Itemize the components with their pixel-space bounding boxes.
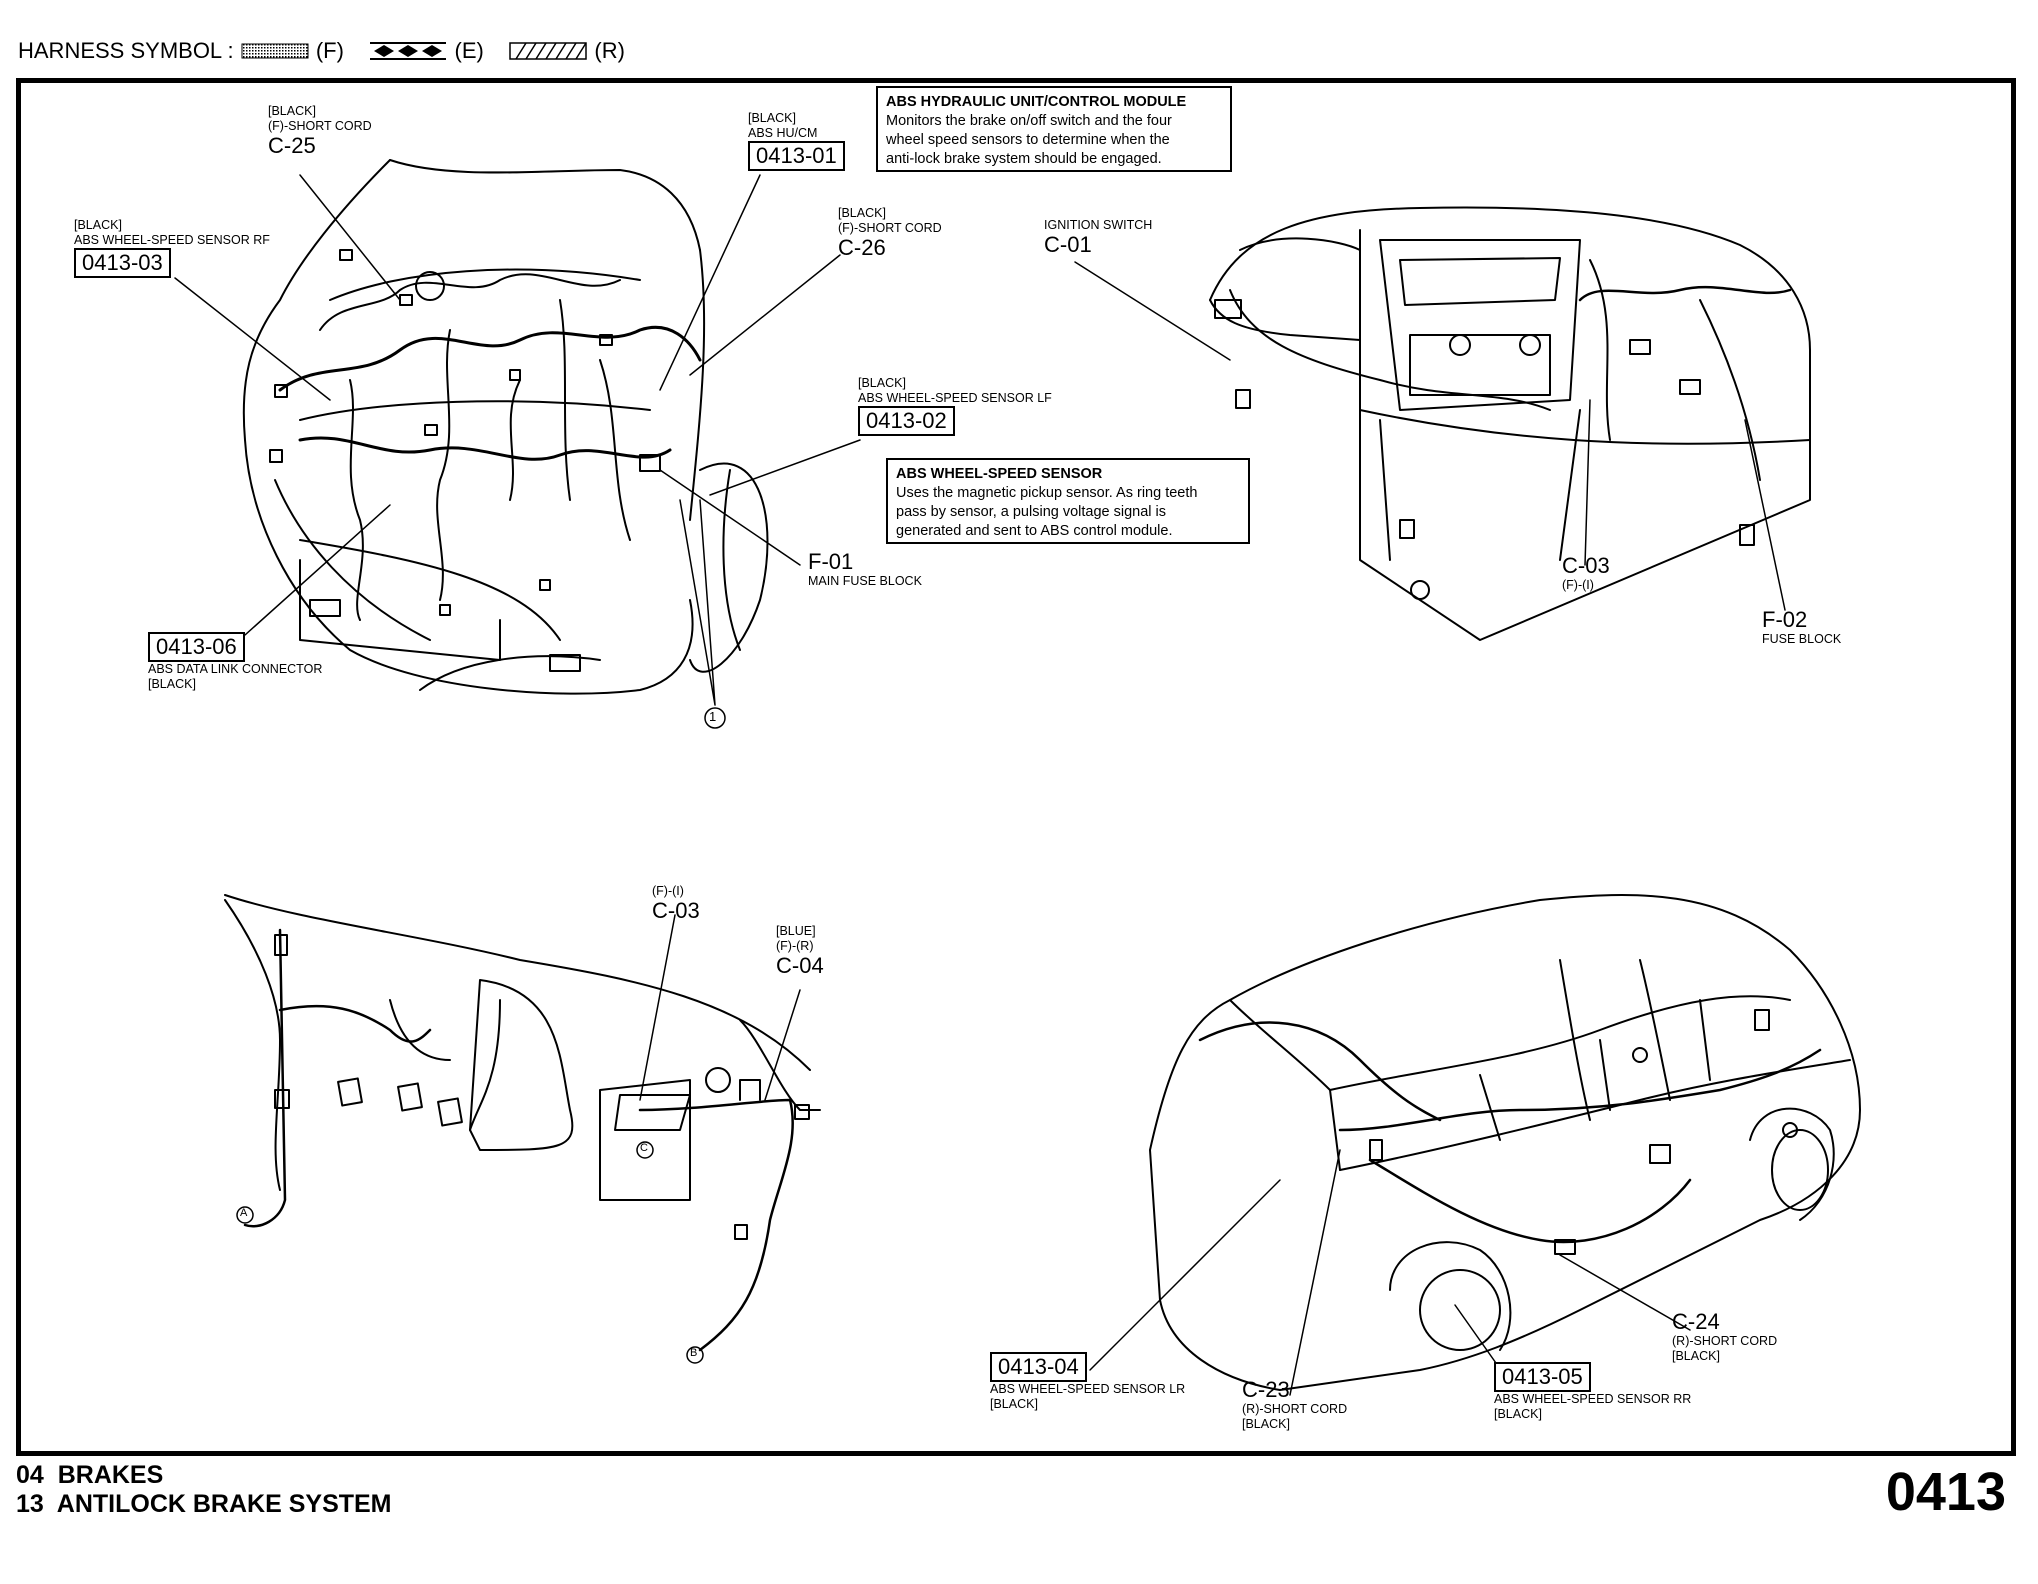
c25-line-2: (F)-SHORT CORD — [268, 119, 372, 133]
instrument-panel-illustration — [1209, 206, 1811, 641]
f02-line-1: FUSE BLOCK — [1762, 632, 1842, 646]
c0413-06-line-1: ABS DATA LINK CONNECTOR — [148, 662, 323, 676]
c0413-05-line-2: [BLACK] — [1494, 1407, 1542, 1421]
c0413-01-line-1: [BLACK] — [748, 111, 796, 125]
c24-line-2: [BLACK] — [1672, 1349, 1720, 1363]
c26-line-1: [BLACK] — [838, 206, 886, 220]
callout-f-02: F-02 FUSE BLOCK — [1762, 608, 1841, 647]
c04-line-2: (F)-(R) — [776, 939, 814, 953]
note-hu-title: ABS HYDRAULIC UNIT/CONTROL MODULE — [886, 94, 1187, 110]
marker-c: C — [640, 1142, 648, 1154]
callout-c-24: C-24 (R)-SHORT CORD [BLACK] — [1672, 1310, 1777, 1364]
c0413-02-line-1: [BLACK] — [858, 376, 906, 390]
callout-c-01: IGNITION SWITCH C-01 — [1044, 218, 1152, 257]
callout-c-25: [BLACK] (F)-SHORT CORD C-25 — [268, 104, 372, 158]
c24-code: C-24 — [1672, 1309, 1720, 1334]
c23-line-2: [BLACK] — [1242, 1417, 1290, 1431]
c0413-05-line-1: ABS WHEEL-SPEED SENSOR RR — [1494, 1392, 1692, 1406]
c23-code: C-23 — [1242, 1377, 1290, 1402]
note-ws-line-3: generated and sent to ABS control module… — [896, 523, 1173, 539]
callout-c-03-bottom: (F)-(I) C-03 — [652, 884, 700, 923]
c0413-02-code: 0413-02 — [858, 406, 955, 436]
note-ws-line-2: pass by sensor, a pulsing voltage signal… — [896, 504, 1167, 520]
c26-code: C-26 — [838, 235, 886, 260]
c0413-06-code: 0413-06 — [148, 632, 245, 662]
note-hu-line-1: Monitors the brake on/off switch and the… — [886, 113, 1172, 129]
note-hu-line-3: anti-lock brake system should be engaged… — [886, 151, 1162, 167]
section-footer: 04 BRAKES 13 ANTILOCK BRAKE SYSTEM — [16, 1461, 392, 1519]
c04-code: C-04 — [776, 953, 824, 978]
c0413-05-code: 0413-05 — [1494, 1362, 1591, 1392]
note-ws-line-1: Uses the magnetic pickup sensor. As ring… — [896, 485, 1198, 501]
c0413-04-line-1: ABS WHEEL-SPEED SENSOR LR — [990, 1382, 1186, 1396]
front-harness-symbol-icon — [241, 43, 309, 59]
c24-line-1: (R)-SHORT CORD — [1672, 1334, 1778, 1348]
callout-0413-06: 0413-06 ABS DATA LINK CONNECTOR [BLACK] — [148, 632, 322, 692]
c23-line-1: (R)-SHORT CORD — [1242, 1402, 1348, 1416]
callout-c-26: [BLACK] (F)-SHORT CORD C-26 — [838, 206, 942, 260]
callout-0413-05: 0413-05 ABS WHEEL-SPEED SENSOR RR [BLACK… — [1494, 1362, 1691, 1422]
section-line: 04 BRAKES — [16, 1461, 392, 1490]
callout-c-23: C-23 (R)-SHORT CORD [BLACK] — [1242, 1378, 1347, 1432]
c25-line-1: [BLACK] — [268, 104, 316, 118]
c03-bottom-line-1: (F)-(I) — [652, 884, 684, 898]
callout-c-03-top: C-03 (F)-(I) — [1562, 554, 1610, 593]
diagram-frame — [16, 78, 2016, 1456]
page-number: 0413 — [1885, 1462, 2006, 1522]
harness-symbol-legend: HARNESS SYMBOL : (F) (E) (R) — [18, 38, 625, 64]
note-hu-line-2: wheel speed sensors to determine when th… — [886, 132, 1170, 148]
c01-line-1: IGNITION SWITCH — [1044, 218, 1153, 232]
c0413-02-line-2: ABS WHEEL-SPEED SENSOR LF — [858, 391, 1052, 405]
callout-c-04: [BLUE] (F)-(R) C-04 — [776, 924, 824, 978]
c04-line-1: [BLUE] — [776, 924, 816, 938]
f01-code: F-01 — [808, 549, 854, 574]
subsection-line: 13 ANTILOCK BRAKE SYSTEM — [16, 1490, 392, 1519]
c25-code: C-25 — [268, 133, 316, 158]
marker-a: A — [240, 1207, 248, 1219]
c0413-04-line-2: [BLACK] — [990, 1397, 1038, 1411]
rear-harness-symbol-icon — [509, 42, 588, 60]
c0413-04-code: 0413-04 — [990, 1352, 1087, 1382]
section-number: 04 — [16, 1461, 44, 1489]
vehicle-body-illustration — [1149, 894, 1861, 1391]
callout-f-01: F-01 MAIN FUSE BLOCK — [808, 550, 922, 589]
legend-engine: (E) — [454, 38, 484, 63]
c0413-06-line-2: [BLACK] — [148, 677, 196, 691]
f01-line-1: MAIN FUSE BLOCK — [808, 574, 922, 588]
c0413-03-code: 0413-03 — [74, 248, 171, 278]
c0413-03-line-1: [BLACK] — [74, 218, 122, 232]
subsection-title: ANTILOCK BRAKE SYSTEM — [56, 1490, 392, 1518]
c03-bottom-code: C-03 — [652, 898, 700, 923]
engine-bay-illustration — [242, 159, 769, 695]
legend-rear: (R) — [594, 38, 625, 63]
note-hydraulic-unit: ABS HYDRAULIC UNIT/CONTROL MODULE Monito… — [876, 86, 1232, 172]
f02-code: F-02 — [1762, 607, 1808, 632]
section-title: BRAKES — [57, 1461, 164, 1489]
callout-0413-02: [BLACK] ABS WHEEL-SPEED SENSOR LF 0413-0… — [858, 376, 1052, 436]
marker-b: B — [690, 1347, 698, 1359]
c03-top-code: C-03 — [1562, 553, 1610, 578]
note-wheel-speed-sensor: ABS WHEEL-SPEED SENSOR Uses the magnetic… — [886, 458, 1250, 544]
subsection-number: 13 — [16, 1490, 44, 1518]
callout-0413-01: [BLACK] ABS HU/CM 0413-01 — [748, 111, 845, 171]
c0413-01-code: 0413-01 — [748, 141, 845, 171]
legend-front: (F) — [315, 38, 344, 63]
note-ws-title: ABS WHEEL-SPEED SENSOR — [896, 466, 1103, 482]
c0413-03-line-2: ABS WHEEL-SPEED SENSOR RF — [74, 233, 270, 247]
callout-0413-04: 0413-04 ABS WHEEL-SPEED SENSOR LR [BLACK… — [990, 1352, 1185, 1412]
dash-underside-illustration — [224, 894, 821, 1352]
marker-1: 1 — [709, 709, 717, 724]
c26-line-2: (F)-SHORT CORD — [838, 221, 942, 235]
callout-0413-03: [BLACK] ABS WHEEL-SPEED SENSOR RF 0413-0… — [74, 218, 270, 278]
c01-code: C-01 — [1044, 232, 1092, 257]
engine-harness-symbol-icon — [370, 42, 447, 60]
legend-label: HARNESS SYMBOL : — [18, 38, 234, 63]
c0413-01-line-2: ABS HU/CM — [748, 126, 818, 140]
c03-top-line-1: (F)-(I) — [1562, 578, 1594, 592]
